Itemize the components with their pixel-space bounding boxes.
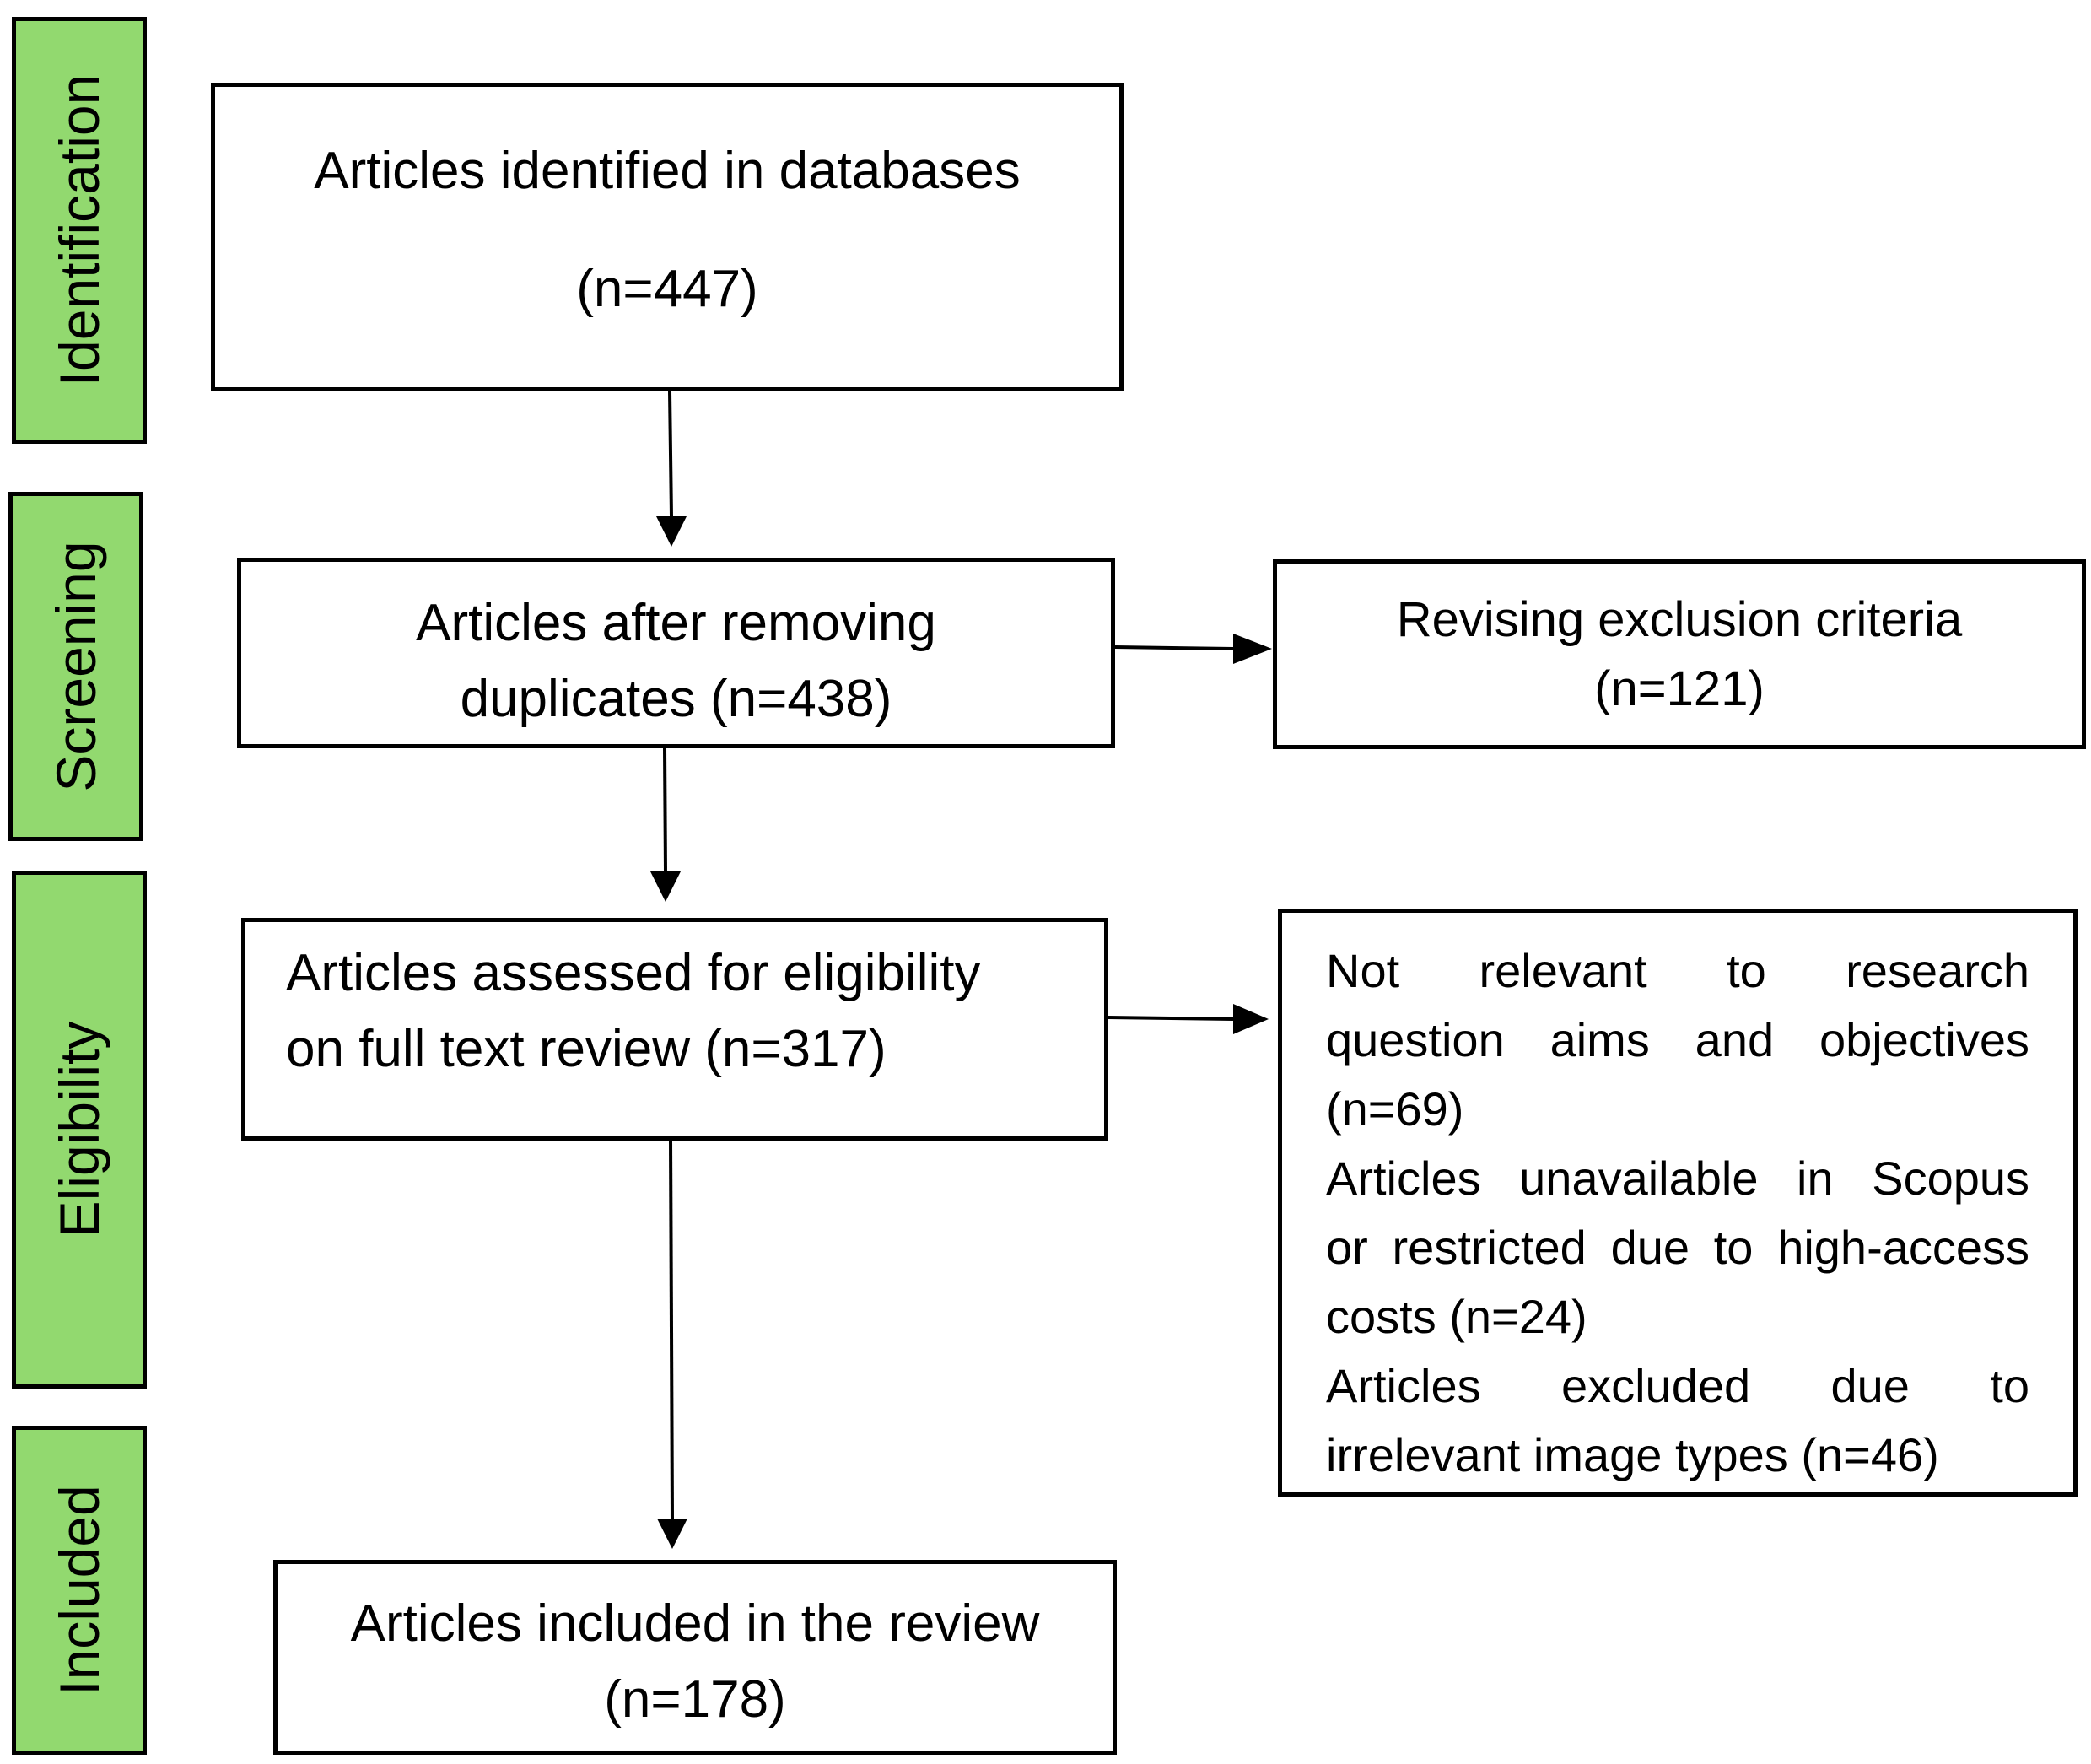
box-assessed-line1: Articles assessed for eligibility (286, 944, 981, 1002)
arrow-screening-to-assessed (663, 747, 667, 872)
box-after-duplicates-line1: Articles after removing (416, 594, 936, 652)
arrowhead-down-1 (656, 516, 687, 547)
box-identified: Articles identified in databases (n=447) (211, 83, 1124, 391)
arrow-assessed-to-excluded (1107, 1016, 1234, 1021)
arrowhead-down-2 (650, 871, 681, 902)
excluded-line-1: Not relevant to research (1326, 944, 2029, 997)
arrowhead-down-3 (657, 1519, 687, 1549)
phase-identification: Identification (12, 17, 147, 444)
box-identified-line2: (n=447) (576, 260, 758, 318)
box-revising-line1: Revising exclusion criteria (1396, 592, 1963, 647)
arrow-screening-to-revising (1114, 645, 1234, 650)
box-included-line2: (n=178) (604, 1670, 786, 1729)
arrowhead-right-2 (1233, 1004, 1269, 1034)
phase-eligibility: Eligibility (12, 871, 147, 1389)
arrow-assessed-to-included (669, 1140, 674, 1519)
excluded-line-6: costs (n=24) (1326, 1290, 1587, 1343)
arrowhead-right-1 (1233, 634, 1272, 664)
box-assessed-line2: on full text review (n=317) (286, 1020, 887, 1078)
phase-included: Included (12, 1426, 147, 1755)
box-included-line1: Articles included in the review (350, 1594, 1040, 1653)
excluded-line-4: Articles unavailable in Scopus (1326, 1152, 2029, 1205)
box-revising-exclusion: Revising exclusion criteria (n=121) (1273, 559, 2086, 749)
excluded-line-5: or restricted due to high-access (1326, 1221, 2029, 1274)
excluded-line-7: Articles excluded due to (1326, 1359, 2029, 1412)
box-assessed-eligibility: Articles assessed for eligibility on ful… (241, 918, 1108, 1141)
excluded-line-3: (n=69) (1326, 1082, 1464, 1136)
box-revising-line2: (n=121) (1594, 661, 1765, 716)
box-identified-line1: Articles identified in databases (314, 142, 1021, 200)
phase-screening: Screening (8, 492, 143, 841)
excluded-line-8: irrelevant image types (n=46) (1326, 1428, 1939, 1481)
box-included: Articles included in the review (n=178) (273, 1560, 1117, 1755)
box-excluded-reasons: Not relevant to research question aims a… (1278, 909, 2078, 1497)
box-after-duplicates-line2: duplicates (n=438) (460, 670, 892, 728)
excluded-line-2: question aims and objectives (1326, 1013, 2029, 1066)
arrow-identified-to-screening (668, 391, 673, 517)
box-after-duplicates: Articles after removing duplicates (n=43… (237, 558, 1115, 748)
